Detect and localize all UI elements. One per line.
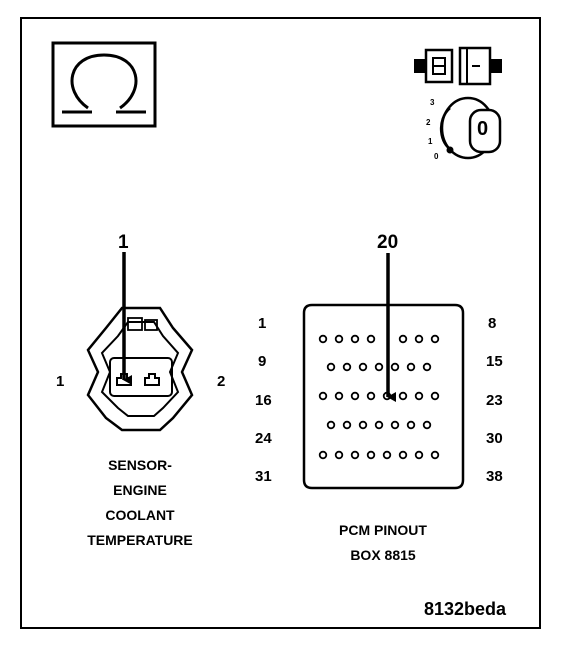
- pcm-pin: [390, 362, 400, 372]
- pcm-row-label-left: 24: [255, 430, 272, 447]
- pcm-row-label-left: 16: [255, 392, 272, 409]
- pcm-pin: [398, 391, 408, 401]
- pcm-row-label-left: 1: [258, 315, 267, 332]
- ignition-position-0: 0: [434, 152, 439, 161]
- pcm-pin: [366, 334, 376, 344]
- sensor-pin-callout: 1: [118, 232, 129, 253]
- pcm-row-label-right: 38: [486, 468, 503, 485]
- pcm-pin: [398, 450, 408, 460]
- pcm-pin: [398, 334, 408, 344]
- pcm-pin: [374, 362, 384, 372]
- sensor-left-pin-label: 1: [56, 373, 65, 390]
- ohmmeter-omega-icon: [51, 41, 157, 128]
- pcm-row-label-right: 15: [486, 353, 503, 370]
- pcm-pin: [326, 362, 336, 372]
- pcm-pin: [358, 420, 368, 430]
- pcm-row-label-left: 31: [255, 468, 272, 485]
- sensor-right-pin-label: 2: [217, 373, 226, 390]
- pcm-pin: [390, 420, 400, 430]
- pcm-pin: [422, 420, 432, 430]
- pcm-row-label-right: 30: [486, 430, 503, 447]
- pcm-pin: [318, 334, 328, 344]
- pcm-pin: [326, 420, 336, 430]
- pcm-pin: [334, 450, 344, 460]
- pcm-pin: [374, 420, 384, 430]
- sensor-title: SENSOR- ENGINE COOLANT TEMPERATURE: [55, 453, 225, 553]
- pcm-pin: [414, 334, 424, 344]
- pcm-pin: [430, 334, 440, 344]
- pcm-pin: [318, 391, 328, 401]
- sensor-title-line: SENSOR-: [108, 457, 172, 473]
- pcm-pin: [414, 450, 424, 460]
- pcm-pin: [366, 391, 376, 401]
- sensor-title-line: ENGINE: [113, 482, 167, 498]
- pcm-pin: [342, 420, 352, 430]
- figure-id: 8132beda: [424, 599, 507, 619]
- sensor-title-line: TEMPERATURE: [87, 532, 193, 548]
- pcm-title-line: BOX 8815: [350, 547, 416, 563]
- pcm-pin: [350, 450, 360, 460]
- pcm-pin: [430, 391, 440, 401]
- sensor-title-line: COOLANT: [105, 507, 175, 523]
- ignition-key-label: 0: [477, 118, 489, 140]
- ignition-position-3: 3: [430, 98, 435, 107]
- pcm-pin: [414, 391, 424, 401]
- pcm-pin: [382, 450, 392, 460]
- pcm-pin: [366, 450, 376, 460]
- pcm-pin: [430, 450, 440, 460]
- pcm-pin: [406, 362, 416, 372]
- pcm-row-label-right: 8: [488, 315, 497, 332]
- pcm-pin: [422, 362, 432, 372]
- coolant-sensor-connector: [86, 306, 194, 432]
- pcm-pin-callout: 20: [377, 232, 399, 253]
- pcm-pin: [350, 391, 360, 401]
- pcm-pin: [350, 334, 360, 344]
- pcm-row-label-left: 9: [258, 353, 267, 370]
- diagram-frame: [20, 17, 541, 629]
- pcm-pin: [358, 362, 368, 372]
- pcm-pin: [334, 391, 344, 401]
- pcm-title: PCM PINOUT BOX 8815: [313, 518, 453, 568]
- pcm-pin-grid: [318, 334, 440, 460]
- pcm-pin: [318, 450, 328, 460]
- pcm-connector-box: [302, 303, 465, 490]
- pcm-pin: [334, 334, 344, 344]
- ignition-key-off-icon: [440, 96, 502, 160]
- pcm-row-label-right: 23: [486, 392, 503, 409]
- pcm-pin: [342, 362, 352, 372]
- pcm-title-line: PCM PINOUT: [339, 522, 427, 538]
- ignition-position-2: 2: [426, 118, 431, 127]
- pcm-pin: [406, 420, 416, 430]
- ignition-position-1: 1: [428, 137, 433, 146]
- connector-disconnected-icon: [414, 46, 502, 86]
